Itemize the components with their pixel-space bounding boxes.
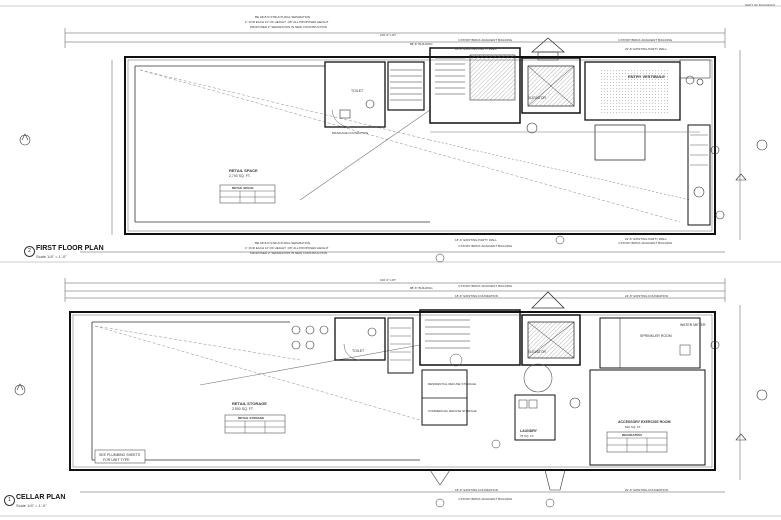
adj-building-top-right: 4 STORY BRICK ADJACENT BUILDING — [618, 38, 673, 42]
drainage-label: DRAINAGE FOUNDATION — [332, 131, 368, 135]
first-floor-plan-title: FIRST FLOOR PLAN — [36, 245, 104, 252]
cellar-elevator-label: ELEVATOR — [528, 350, 547, 354]
plumbing-note-2: FOR UNIT TYPE — [103, 458, 130, 462]
accessory-room-area: 520 SQ. FT. — [625, 425, 641, 429]
cellar-plan-scale: Scale 1/4" = 1'-0" — [16, 503, 47, 508]
recreation-table-title: RECREATION — [622, 433, 642, 437]
retail-storage-table-title: RETAIL STORAGE — [238, 416, 264, 420]
entry-vestibule-label: ENTRY VESTIBULE — [628, 74, 665, 79]
party-wall-bottom: 18'-6" EXISTING PARTY WALL — [455, 238, 497, 242]
retail-space-table-title: RETAIL SPACE — [232, 186, 254, 190]
building-dim: 88'-6" BUILDING — [410, 42, 433, 46]
elevator-label: ELEVATOR — [528, 96, 547, 100]
cellar-adj-bottom: 4 STORY BRICK ADJACENT BUILDING — [458, 497, 513, 501]
adj-building-bottom-right: 4 STORY BRICK ADJACENT BUILDING — [618, 241, 673, 245]
sep-note-bot-2: 1" FOR EACH 10' OF HEIGHT. 1/8" ALL PROP… — [245, 246, 329, 250]
cellar-plan: 4 STORY BRICK ADJACENT BUILDING 4 STORY … — [14, 278, 768, 508]
sheet-corner-note: DEPT OF BUILDINGS — [745, 3, 775, 7]
party-wall-top: 18'-6" EXISTING PARTY WALL — [455, 47, 497, 51]
retail-storage-area: 2,500 SQ. FT. — [232, 407, 254, 411]
accessory-room-label: ACCESSORY EXERCISE ROOM — [618, 420, 671, 424]
cellar-foundation-top: 18'-6" EXISTING FOUNDATION — [455, 294, 498, 298]
overall-dim: 100'-0" LOT — [380, 33, 396, 37]
commercial-refuse-label: COMMERCIAL REFUSE STORAGE — [428, 409, 477, 413]
plan-number-1: 1 — [4, 495, 15, 506]
cellar-plan-title: CELLAR PLAN — [16, 494, 66, 501]
retail-space-area: 2,700 SQ. FT. — [229, 174, 251, 178]
adj-building-bottom: 4 STORY BRICK ADJACENT BUILDING — [458, 244, 513, 248]
party-wall-bottom-right: 22'-6" EXISTING PARTY WALL — [625, 237, 667, 241]
sep-note-top-2: 1" FOR EACH 10' OF HEIGHT. 1/8" ALL PROP… — [245, 20, 329, 24]
sprinkler-room-label: SPRINKLER ROOM — [640, 334, 672, 338]
cellar-foundation-bottom: 18'-6" EXISTING FOUNDATION — [455, 488, 498, 492]
cellar-foundation-top-right: 22'-6" EXISTING FOUNDATION — [625, 294, 668, 298]
retail-storage-label: RETAIL STORAGE — [232, 401, 267, 406]
cellar-overall-dim: 100'-0" LOT — [380, 278, 396, 282]
water-meter-label: WATER METER — [680, 323, 706, 327]
plan-number-2: 2 — [24, 246, 35, 257]
plumbing-note-1: SEE PLUMBING SHEETS — [99, 453, 141, 457]
residential-refuse-label: RESIDENTIAL REFUSE STORAGE — [428, 382, 476, 386]
sep-note-bot-1: BE 1815 R STRUCTURAL SEPARATION — [255, 241, 310, 245]
first-floor-plan: BE 1815 R STRUCTURAL SEPARATION 1" FOR E… — [19, 15, 768, 263]
laundry-area: 75 SQ. FT. — [520, 434, 535, 438]
party-wall-top-right: 22'-6" EXISTING PARTY WALL — [625, 47, 667, 51]
cellar-foundation-bottom-right: 22'-6" EXISTING FOUNDATION — [625, 488, 668, 492]
sep-note-bot-3: PROPOSED 2" SEPARATION IN NEW CONSTRUCTI… — [250, 251, 327, 255]
cellar-toilet-label: TOILET — [352, 349, 365, 353]
cellar-building-dim: 88'-6" BUILDING — [410, 286, 433, 290]
cellar-adj-top: 4 STORY BRICK ADJACENT BUILDING — [458, 284, 513, 288]
sep-note-top-3: PROPOSED 2" SEPARATION IN NEW CONSTRUCTI… — [250, 25, 327, 29]
toilet-label: TOILET — [351, 89, 364, 93]
laundry-label: LAUNDRY — [520, 429, 538, 433]
first-floor-plan-scale: Scale 1/4" = 1'-0" — [36, 254, 67, 259]
adj-building-top: 4 STORY BRICK ADJACENT BUILDING — [458, 38, 513, 42]
retail-space-label: RETAIL SPACE — [229, 168, 258, 173]
sep-note-top-1: BE 1815 R STRUCTURAL SEPARATION — [255, 15, 310, 19]
